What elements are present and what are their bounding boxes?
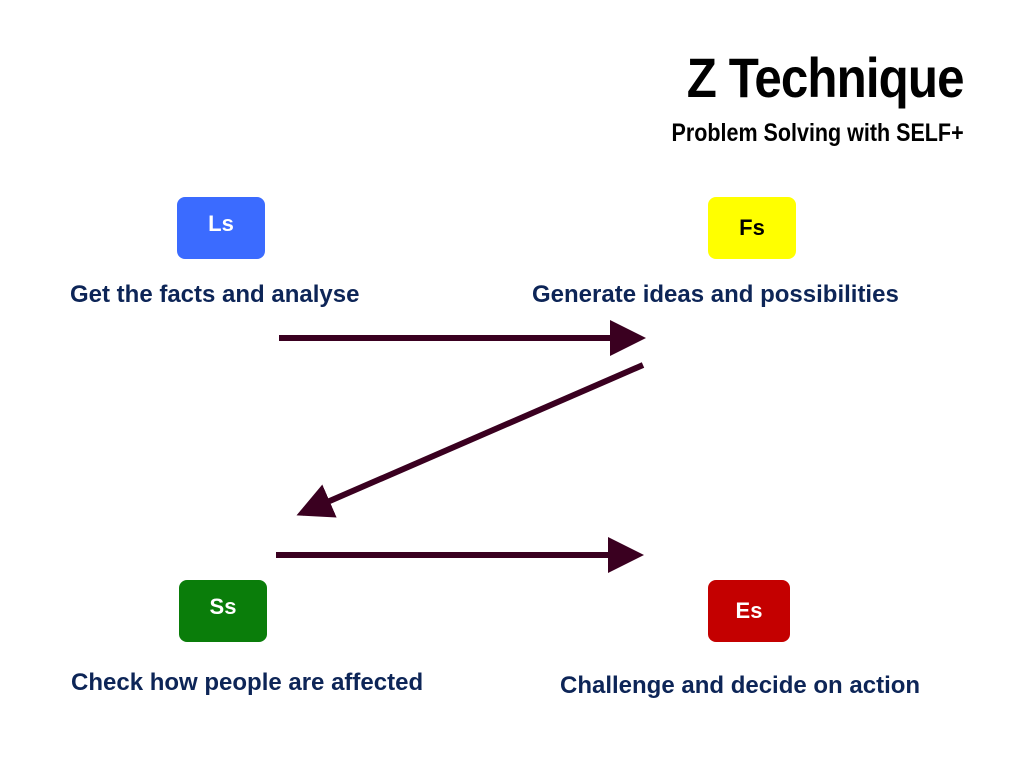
node-es-caption: Challenge and decide on action <box>560 672 921 699</box>
node-ss-badge: Ss <box>179 580 267 642</box>
node-fs-label: Fs <box>739 215 765 240</box>
arrow-fs-to-ss <box>296 362 645 518</box>
node-es-label: Es <box>735 598 763 623</box>
node-ls-badge: Ls <box>177 197 265 259</box>
slide-subtitle: Problem Solving with SELF+ <box>671 119 964 147</box>
node-ls-label: Ls <box>208 211 234 236</box>
slide-title: Z Technique <box>687 46 965 109</box>
node-ss-caption: Check how people are affected <box>71 669 424 696</box>
node-es-badge: Es <box>708 580 790 642</box>
node-ss-label: Ss <box>209 594 237 619</box>
node-ls-caption: Get the facts and analyse <box>70 281 360 308</box>
node-fs-badge: Fs <box>708 197 796 259</box>
node-fs-caption: Generate ideas and possibilities <box>532 281 899 308</box>
